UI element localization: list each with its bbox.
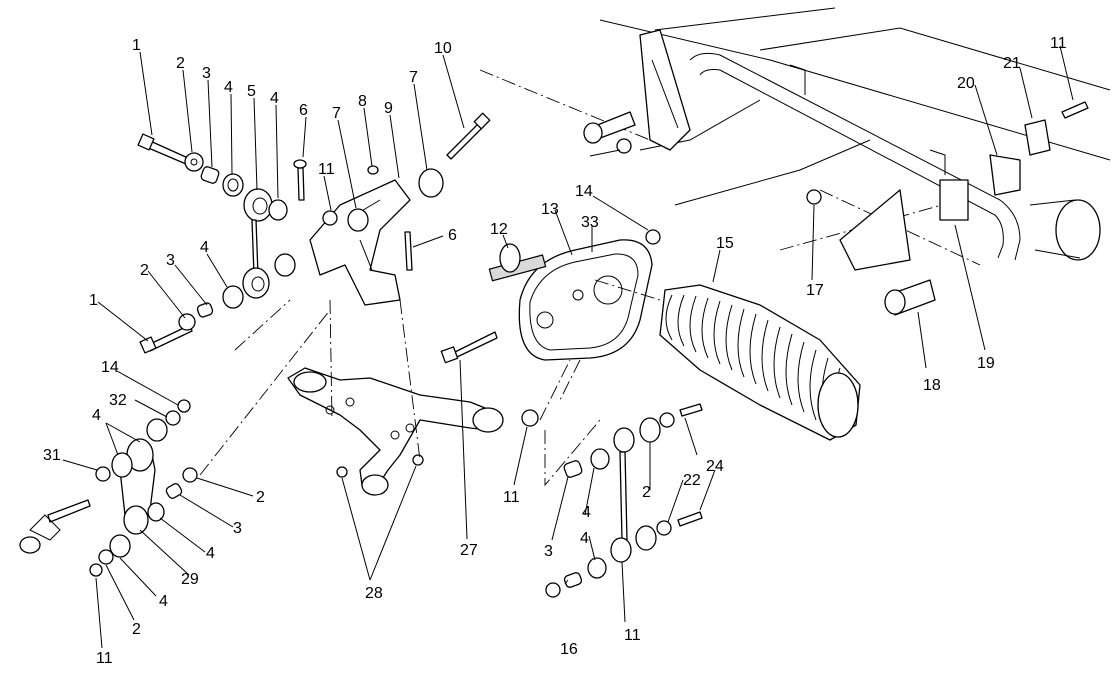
callout-17: 17 [806, 282, 824, 299]
callout-13: 13 [541, 201, 559, 218]
callout-2: 2 [642, 484, 651, 501]
callout-2: 2 [132, 621, 141, 638]
callout-3: 3 [544, 543, 553, 560]
callout-29: 29 [181, 571, 199, 588]
lower-link-arm [287, 367, 504, 496]
lower-right-link [545, 403, 703, 598]
callout-5: 5 [247, 83, 256, 100]
callout-33: 33 [581, 214, 599, 231]
shock-link-left [19, 399, 198, 577]
callout-11: 11 [96, 650, 113, 667]
callout-20: 20 [957, 75, 975, 92]
callout-9: 9 [384, 100, 393, 117]
callout-15: 15 [716, 235, 734, 252]
callout-28: 28 [365, 585, 383, 602]
callout-27: 27 [460, 542, 478, 559]
belt-tensioner [440, 229, 661, 427]
callout-6: 6 [448, 227, 457, 244]
callout-21: 21 [1003, 55, 1021, 72]
callout-7: 7 [409, 69, 418, 86]
frame-assembly [479, 7, 1111, 266]
callout-2: 2 [140, 262, 149, 279]
callout-12: 12 [490, 221, 508, 238]
callout-7: 7 [332, 105, 341, 122]
callout-10: 10 [434, 40, 452, 57]
callout-1: 1 [89, 292, 98, 309]
callout-11: 11 [1050, 35, 1067, 52]
callout-4: 4 [582, 504, 591, 521]
callout-3: 3 [233, 520, 242, 537]
callout-22: 22 [683, 472, 701, 489]
leader-lines [62, 45, 1074, 649]
callout-8: 8 [358, 93, 367, 110]
callout-18: 18 [923, 377, 941, 394]
callout-6: 6 [299, 102, 308, 119]
callout-2: 2 [176, 55, 185, 72]
callout-4: 4 [224, 79, 233, 96]
callout-1: 1 [132, 37, 141, 54]
callout-4: 4 [270, 90, 279, 107]
callout-32: 32 [109, 392, 127, 409]
callout-11: 11 [624, 627, 641, 644]
callout-3: 3 [202, 65, 211, 82]
callout-4: 4 [200, 239, 209, 256]
callout-14: 14 [575, 183, 593, 200]
callout-4: 4 [159, 593, 168, 610]
right-bracket-parts [583, 101, 1089, 316]
callout-19: 19 [977, 355, 995, 372]
callout-4: 4 [92, 407, 101, 424]
callout-16: 16 [560, 641, 578, 658]
callout-3: 3 [166, 252, 175, 269]
callout-24: 24 [706, 458, 724, 475]
callout-11: 11 [318, 161, 335, 178]
callout-2: 2 [256, 489, 265, 506]
assembly-centerlines [199, 279, 661, 487]
callout-14: 14 [101, 359, 119, 376]
callout-31: 31 [43, 447, 61, 464]
callout-4: 4 [580, 530, 589, 547]
upper-linkage [137, 112, 491, 354]
callout-11: 11 [503, 489, 520, 506]
callout-4: 4 [206, 545, 215, 562]
compression-spring [659, 284, 861, 441]
